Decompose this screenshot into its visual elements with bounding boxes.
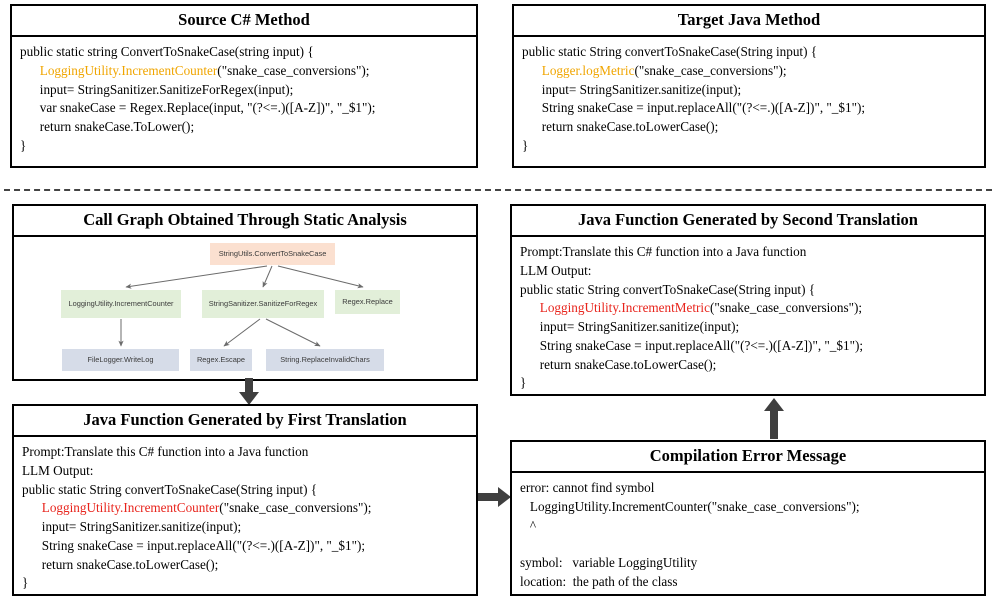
arrow-error-to-second-translation bbox=[764, 398, 784, 439]
panel-title-first-translation: Java Function Generated by First Transla… bbox=[14, 406, 476, 438]
panel-title-call-graph: Call Graph Obtained Through Static Analy… bbox=[14, 206, 476, 238]
code-line: Prompt:Translate this C# function into a… bbox=[22, 444, 309, 460]
code-line: public static String convertToSnakeCase(… bbox=[520, 281, 816, 297]
code-line: Logger.logMetric("snake_case_conversions… bbox=[522, 62, 787, 78]
code-line: LLM Output: bbox=[520, 262, 592, 278]
panel-first-translation: Java Function Generated by First Transla… bbox=[12, 404, 478, 596]
code-line bbox=[520, 535, 976, 554]
code-line: Prompt:Translate this C# function into a… bbox=[520, 244, 807, 260]
code-line: return snakeCase.toLowerCase(); bbox=[22, 556, 219, 572]
arrow-callgraph-to-first-translation bbox=[239, 378, 259, 405]
code-line: LLM Output: bbox=[22, 462, 94, 478]
code-block-second-translation: Prompt:Translate this C# function into a… bbox=[512, 237, 984, 397]
graph-node-logging-utility-increment-counter[interactable]: LoggingUtility.IncrementCounter bbox=[61, 290, 181, 319]
panel-title-source-csharp: Source C# Method bbox=[12, 6, 476, 38]
panel-target-java: Target Java Method public static String … bbox=[512, 4, 986, 168]
code-line: } bbox=[522, 137, 529, 153]
panel-second-translation: Java Function Generated by Second Transl… bbox=[510, 204, 986, 396]
graph-node-string-sanitizer-sanitize-for-regex[interactable]: StringSanitizer.SanitizeForRegex bbox=[202, 290, 324, 319]
code-block-first-translation: Prompt:Translate this C# function into a… bbox=[14, 437, 476, 597]
code-line: return snakeCase.toLowerCase(); bbox=[520, 356, 717, 372]
graph-node-regex-replace[interactable]: Regex.Replace bbox=[335, 290, 400, 315]
graph-node-file-logger-write-log[interactable]: FileLogger.WriteLog bbox=[62, 349, 179, 372]
code-line: return snakeCase.toLowerCase(); bbox=[522, 119, 719, 135]
panel-call-graph: Call Graph Obtained Through Static Analy… bbox=[12, 204, 478, 381]
code-line: } bbox=[22, 575, 29, 591]
graph-node-regex-escape[interactable]: Regex.Escape bbox=[190, 349, 252, 372]
code-line: input= StringSanitizer.SanitizeForRegex(… bbox=[20, 81, 294, 97]
code-block-target-java: public static String convertToSnakeCase(… bbox=[514, 37, 984, 159]
code-line: String snakeCase = input.replaceAll("(?<… bbox=[22, 537, 366, 553]
code-line: LoggingUtility.IncrementCounter("snake_c… bbox=[20, 62, 370, 78]
graph-node-root[interactable]: StringUtils.ConvertToSnakeCase bbox=[210, 243, 335, 266]
graph-node-string-replace-invalid-chars[interactable]: String.ReplaceInvalidChars bbox=[266, 349, 384, 372]
code-line: var snakeCase = Regex.Replace(input, "(?… bbox=[20, 100, 376, 116]
code-block-compilation-error: error: cannot find symbol LoggingUtility… bbox=[512, 473, 984, 595]
code-line: String snakeCase = input.replaceAll("(?<… bbox=[520, 337, 864, 353]
code-line: ^ bbox=[520, 517, 537, 533]
code-line: input= StringSanitizer.sanitize(input); bbox=[522, 81, 742, 97]
code-line: String snakeCase = input.replaceAll("(?<… bbox=[522, 100, 866, 116]
code-line: input= StringSanitizer.sanitize(input); bbox=[22, 519, 242, 535]
code-line: error: cannot find symbol bbox=[520, 480, 655, 496]
panel-title-target-java: Target Java Method bbox=[514, 6, 984, 38]
code-line: input= StringSanitizer.sanitize(input); bbox=[520, 319, 740, 335]
panel-title-compilation-error: Compilation Error Message bbox=[512, 442, 984, 474]
code-line: public static String convertToSnakeCase(… bbox=[22, 481, 318, 497]
code-line: return snakeCase.ToLower(); bbox=[20, 119, 195, 135]
panel-title-second-translation: Java Function Generated by Second Transl… bbox=[512, 206, 984, 238]
arrow-first-translation-to-error bbox=[478, 487, 511, 507]
code-line: LoggingUtility.IncrementMetric("snake_ca… bbox=[520, 300, 863, 316]
code-line: } bbox=[520, 375, 527, 391]
code-line: location: the path of the class bbox=[520, 573, 678, 589]
panel-source-csharp: Source C# Method public static string Co… bbox=[10, 4, 478, 168]
code-line: symbol: variable LoggingUtility bbox=[520, 555, 698, 571]
panel-compilation-error: Compilation Error Message error: cannot … bbox=[510, 440, 986, 596]
code-line: LoggingUtility.IncrementCounter("snake_c… bbox=[22, 500, 372, 516]
code-line: public static String convertToSnakeCase(… bbox=[522, 44, 818, 60]
call-graph-canvas: StringUtils.ConvertToSnakeCase LoggingUt… bbox=[14, 237, 476, 379]
code-line: } bbox=[20, 137, 27, 153]
section-divider bbox=[4, 189, 992, 191]
code-block-source-csharp: public static string ConvertToSnakeCase(… bbox=[12, 37, 476, 159]
code-line: public static string ConvertToSnakeCase(… bbox=[20, 44, 314, 60]
code-line: LoggingUtility.IncrementCounter("snake_c… bbox=[520, 498, 860, 514]
